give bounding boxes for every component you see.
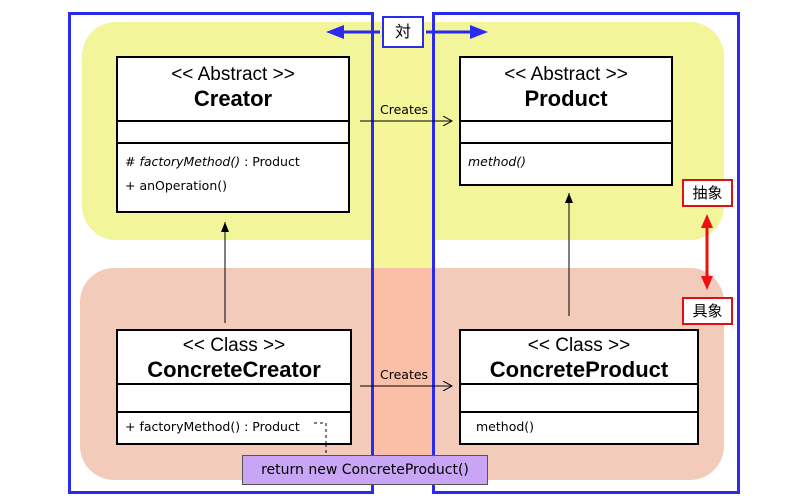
product-side-panel [432, 12, 740, 494]
creator-op-factory-return: : Product [240, 154, 300, 169]
concrete-product-op-method: method() [476, 419, 535, 434]
creator-op-factory-method: # factoryMethod() [125, 154, 241, 169]
center-divider-band-lower [374, 268, 434, 480]
product-class-box: << Abstract >> Product method() [459, 56, 673, 186]
concrete-product-class-box: << Class >> ConcreteProduct method() [459, 329, 699, 445]
blue-right-arrowhead [470, 25, 488, 39]
concrete-product-attributes [461, 385, 697, 413]
center-pair-tag: 対 [382, 16, 424, 48]
note-connector-top [314, 422, 327, 444]
concrete-creator-name: ConcreteCreator [147, 357, 321, 382]
product-attributes [461, 122, 671, 144]
blue-left-arrowhead [326, 25, 344, 39]
red-down-arrowhead [701, 276, 713, 290]
creator-operations: # factoryMethod() : Product + anOperatio… [118, 144, 348, 204]
concrete-product-name: ConcreteProduct [489, 357, 669, 382]
red-up-arrowhead [701, 214, 713, 228]
implementation-note: return new ConcreteProduct() [242, 455, 488, 485]
creator-class-box: << Abstract >> Creator # factoryMethod()… [116, 56, 350, 213]
bottom-creates-label: Creates [380, 367, 429, 382]
concrete-creator-attributes [118, 385, 350, 413]
concrete-product-stereotype: << Class >> [527, 335, 631, 356]
product-name: Product [524, 86, 608, 111]
abstract-tag: 抽象 [682, 179, 733, 207]
creator-inheritance-arrowhead [221, 222, 229, 232]
creator-stereotype: << Abstract >> [171, 64, 295, 85]
product-op-method: method() [468, 154, 527, 169]
top-creates-label: Creates [380, 102, 429, 117]
concrete-creator-op-factory-method: + factoryMethod() : Product [125, 419, 300, 434]
product-stereotype: << Abstract >> [504, 64, 628, 85]
concrete-tag: 具象 [682, 297, 733, 325]
concrete-creator-stereotype: << Class >> [182, 335, 286, 356]
creator-op-an-operation: + anOperation() [125, 178, 227, 193]
product-inheritance-arrowhead [565, 193, 573, 203]
creator-attributes [118, 122, 348, 144]
concrete-creator-class-box: << Class >> ConcreteCreator + factoryMet… [116, 329, 352, 445]
creator-side-panel [68, 12, 374, 494]
creator-name: Creator [193, 86, 273, 111]
